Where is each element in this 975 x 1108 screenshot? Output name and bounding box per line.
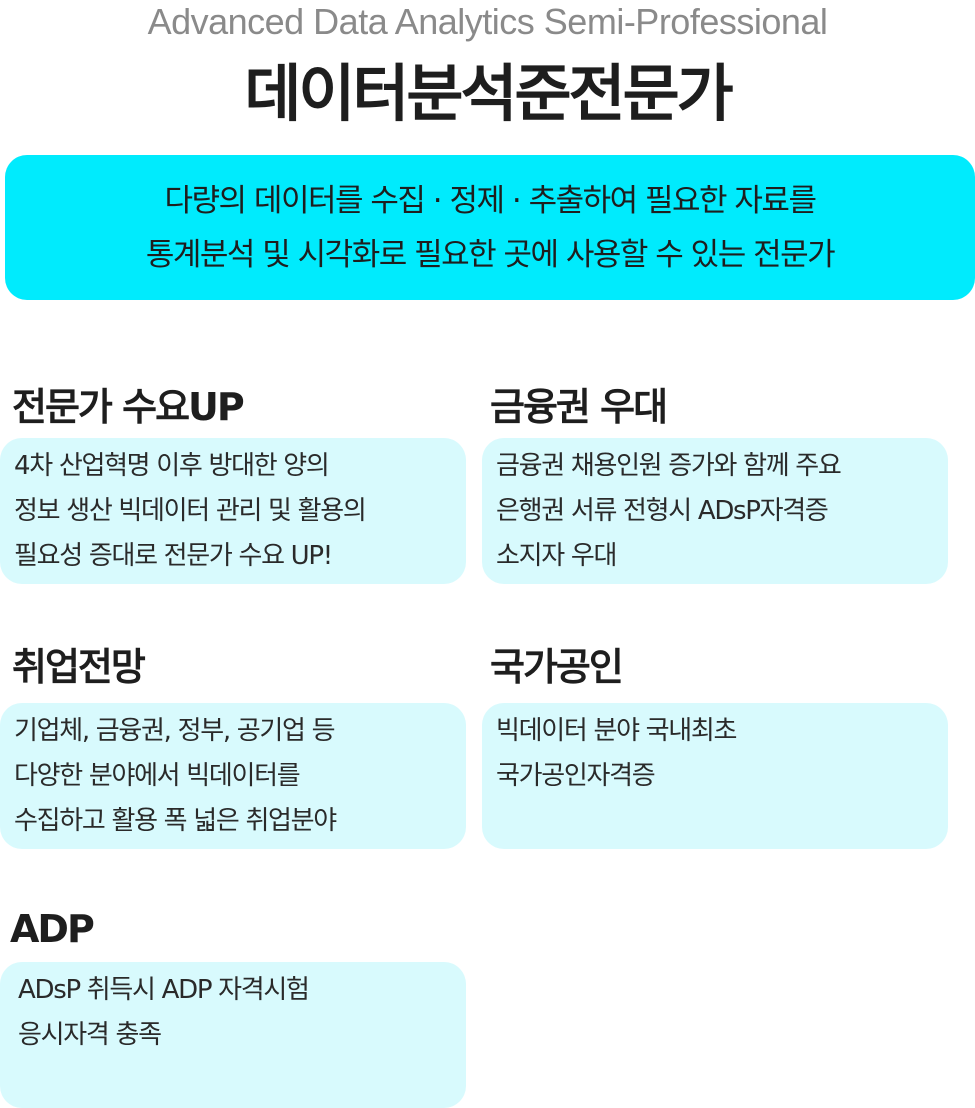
card-line: 다양한 분야에서 빅데이터를: [14, 761, 301, 791]
card-line: 금융권 채용인원 증가와 함께 주요: [496, 451, 842, 481]
section-heading-demand: 전문가 수요UP: [12, 385, 245, 429]
card-line: 응시자격 충족: [18, 1020, 162, 1050]
subtitle: Advanced Data Analytics Semi-Professiona…: [147, 1, 828, 42]
card-line: 4차 산업혁명 이후 방대한 양의: [14, 451, 330, 481]
section-card-demand: 4차 산업혁명 이후 방대한 양의 정보 생산 빅데이터 관리 및 활용의 필요…: [0, 438, 466, 584]
banner-line: 통계분석 및 시각화로 필요한 곳에 사용할 수 있는 전문가: [145, 236, 836, 273]
card-line: 기업체, 금융권, 정부, 공기업 등: [14, 716, 336, 746]
card-line: 빅데이터 분야 국내최초: [496, 716, 737, 746]
card-line: 국가공인자격증: [496, 761, 656, 791]
section-heading-adp: ADP: [10, 907, 95, 951]
card-line: 정보 생산 빅데이터 관리 및 활용의: [14, 496, 367, 526]
banner-line: 다량의 데이터를 수집 · 정제 · 추출하여 필요한 자료를: [164, 182, 817, 219]
card-line: 은행권 서류 전형시 ADsP자격증: [496, 496, 829, 526]
section-card-employment: 기업체, 금융권, 정부, 공기업 등 다양한 분야에서 빅데이터를 수집하고 …: [0, 703, 466, 849]
section-card-national: 빅데이터 분야 국내최초 국가공인자격증: [482, 703, 948, 849]
section-card-finance: 금융권 채용인원 증가와 함께 주요 은행권 서류 전형시 ADsP자격증 소지…: [482, 438, 948, 584]
card-line: 소지자 우대: [496, 541, 617, 571]
summary-banner: 다량의 데이터를 수집 · 정제 · 추출하여 필요한 자료를 통계분석 및 시…: [5, 155, 975, 300]
section-card-adp: ADsP 취득시 ADP 자격시험 응시자격 충족: [0, 962, 466, 1108]
section-heading-employment: 취업전망: [12, 645, 146, 689]
page-title: 데이터분석준전문가: [244, 57, 733, 130]
card-line: ADsP 취득시 ADP 자격시험: [18, 975, 310, 1005]
section-heading-finance: 금융권 우대: [490, 385, 668, 429]
section-heading-national: 국가공인: [490, 645, 624, 689]
card-line: 필요성 증대로 전문가 수요 UP!: [14, 541, 333, 571]
card-line: 수집하고 활용 폭 넓은 취업분야: [14, 806, 337, 836]
